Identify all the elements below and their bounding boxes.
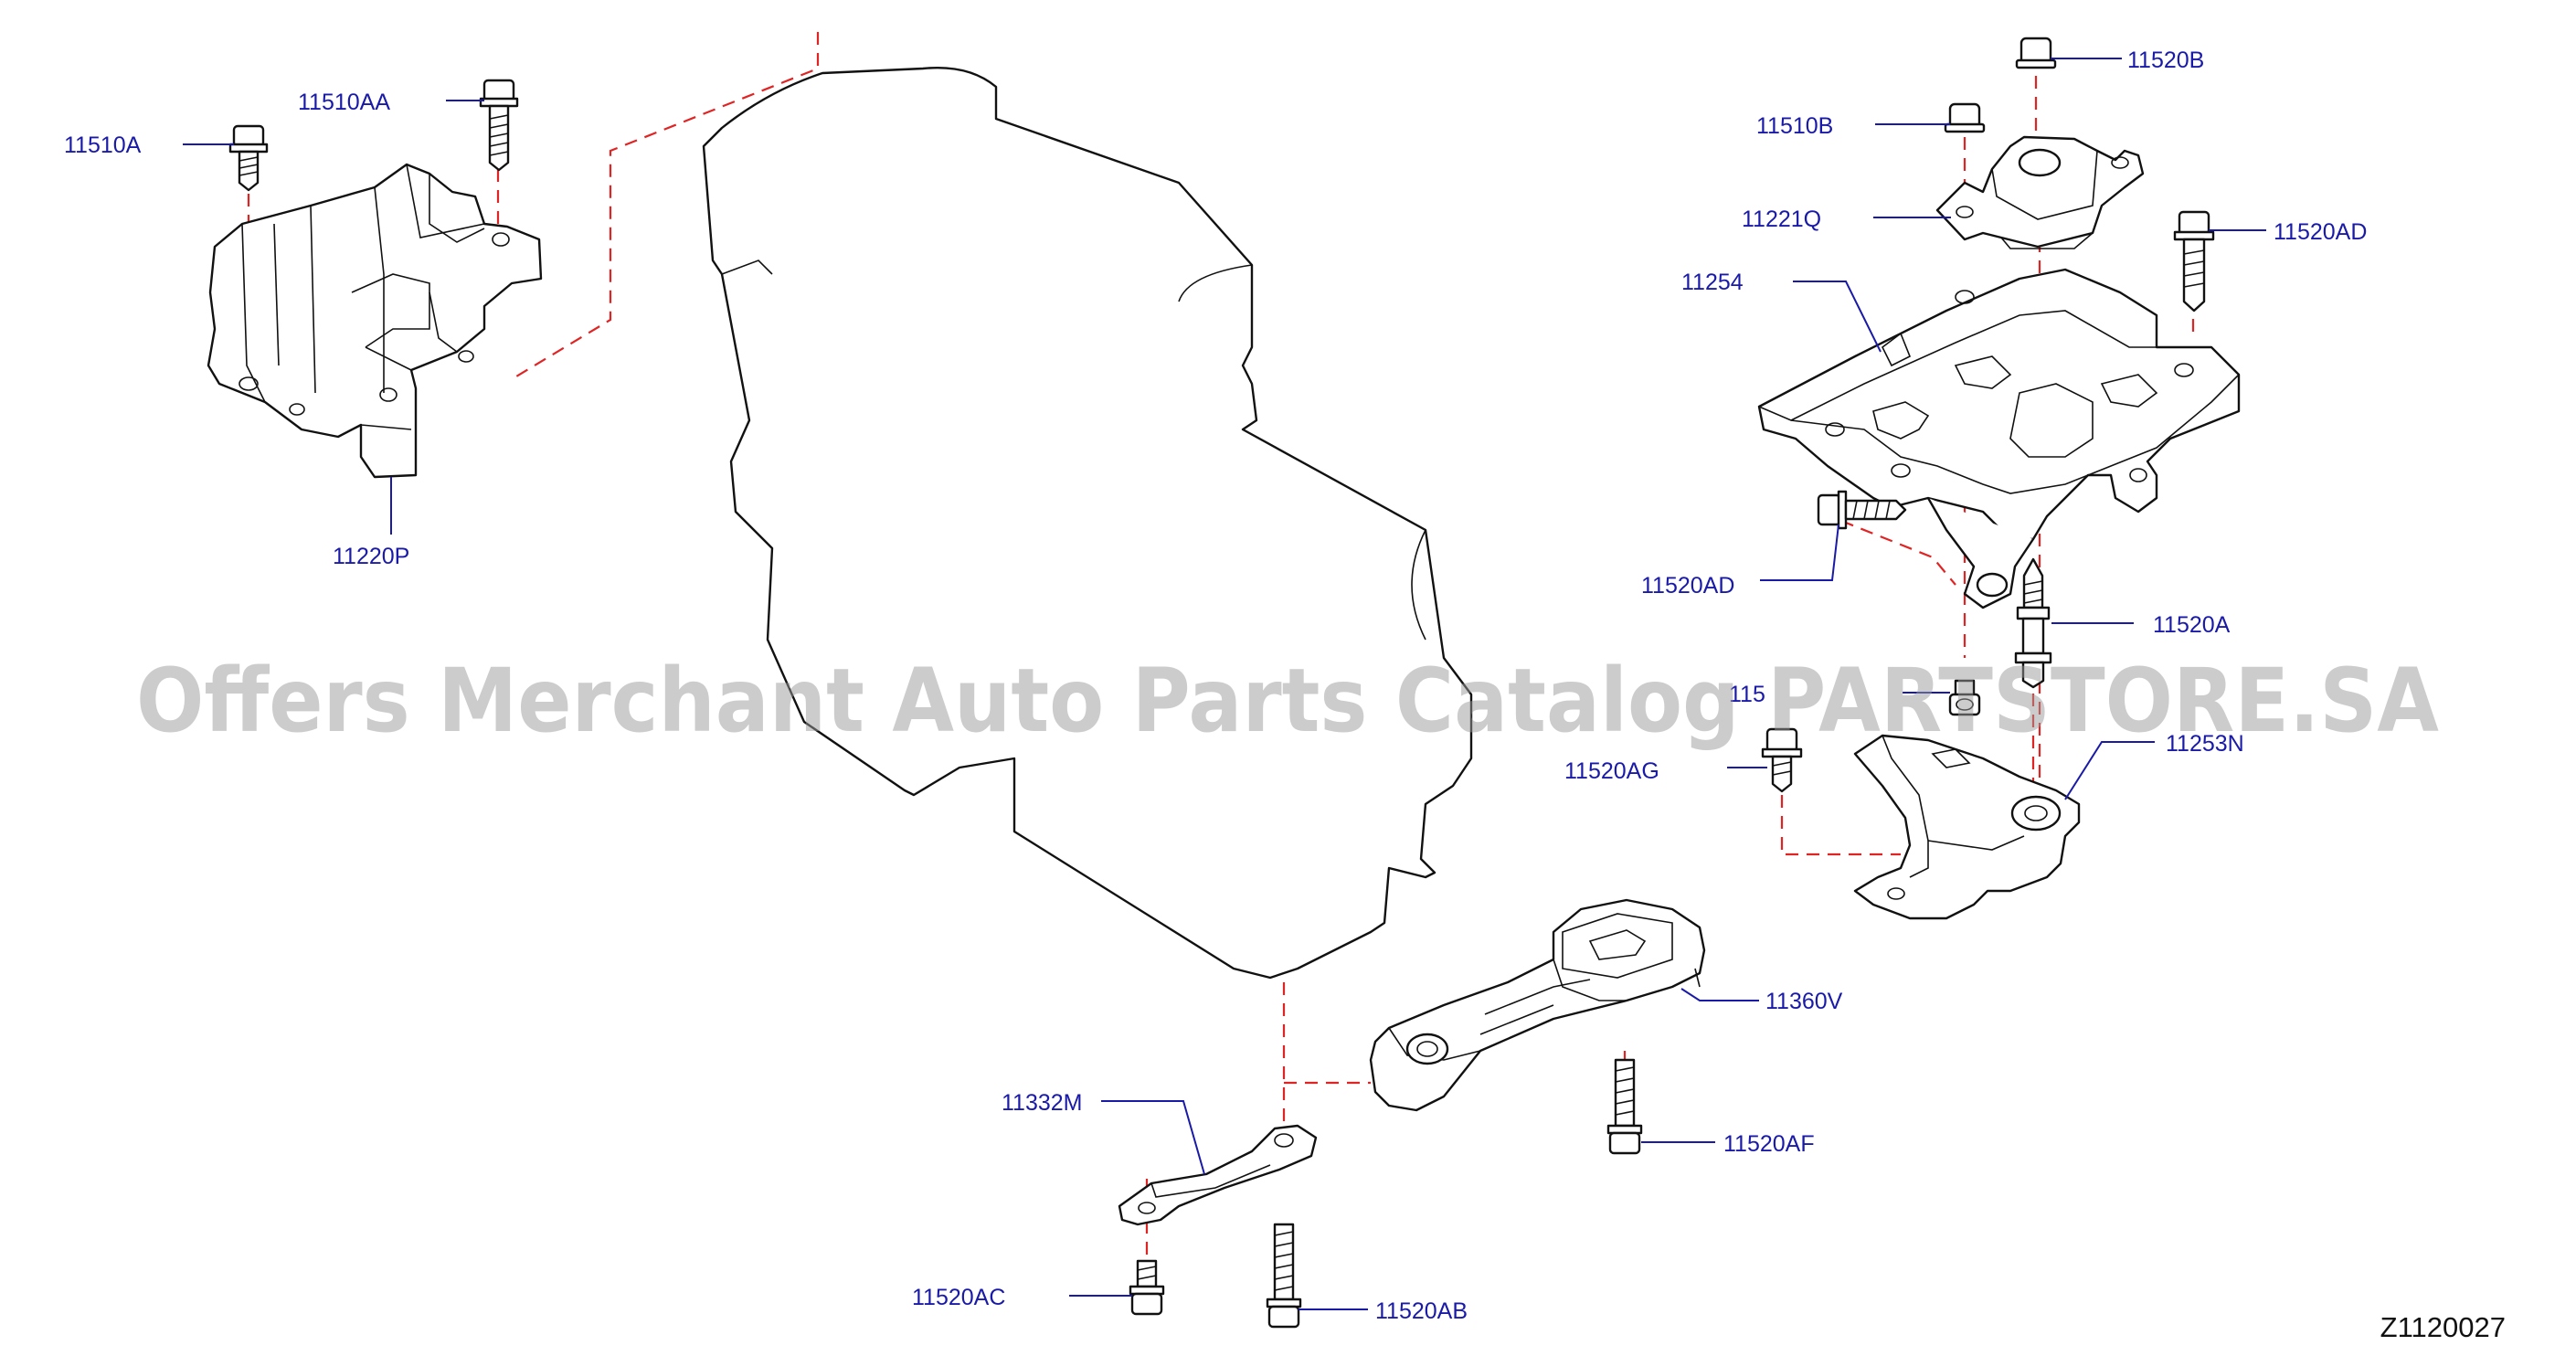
label-11332m[interactable]: 11332M: [1002, 1090, 1083, 1116]
nut-11510b: [1944, 102, 1986, 133]
bracket-11253n: [1853, 734, 2081, 920]
bolt-11520ab: [1266, 1223, 1302, 1329]
label-11221q[interactable]: 11221Q: [1742, 207, 1821, 232]
label-11510b[interactable]: 11510B: [1756, 113, 1833, 139]
alignment-dashed-lines: [247, 32, 2195, 1256]
label-11254[interactable]: 11254: [1681, 270, 1744, 295]
part-labels: 11510A 11510AA 11220P 11520B 11510B 1122…: [64, 48, 2367, 1324]
label-11220p[interactable]: 11220P: [333, 544, 409, 569]
engine-mount-11221q: [1935, 135, 2145, 249]
engine-block: [702, 67, 1473, 980]
label-11520ag[interactable]: 11520AG: [1564, 758, 1659, 784]
drawing-code: Z1120027: [2380, 1311, 2506, 1343]
leader-lines: [183, 58, 2266, 1310]
bolt-11520af: [1606, 1058, 1643, 1155]
bracket-11332m: [1118, 1124, 1318, 1226]
bolt-11520ac: [1129, 1259, 1165, 1316]
stud-11520a: [2014, 557, 2052, 689]
bolt-11520ad-top: [2173, 210, 2215, 313]
label-11520ab[interactable]: 11520AB: [1375, 1298, 1468, 1324]
bracket-11254: [1757, 268, 2241, 609]
label-11520ac[interactable]: 11520AC: [912, 1285, 1005, 1310]
label-11253n[interactable]: 11253N: [2166, 731, 2244, 757]
watermark-text: Offers Merchant Auto Parts Catalog PARTS…: [136, 650, 2439, 752]
label-11510aa[interactable]: 11510AA: [298, 90, 390, 115]
label-11520ad-top[interactable]: 11520AD: [2274, 219, 2367, 245]
label-115-a[interactable]: 115: [1729, 682, 1765, 707]
label-11360v[interactable]: 11360V: [1765, 989, 1843, 1014]
label-11520b[interactable]: 11520B: [2127, 48, 2204, 73]
bolt-11520ad-left: [1817, 490, 1907, 530]
label-11520af[interactable]: 11520AF: [1723, 1131, 1815, 1157]
engine-mount-11220p: [207, 163, 543, 479]
nut-115-a: [1948, 679, 1981, 716]
bolt-11510a: [228, 124, 269, 192]
bolt-11510aa: [479, 79, 519, 172]
label-11520a[interactable]: 11520A: [2153, 612, 2231, 638]
label-11520ad-left[interactable]: 11520AD: [1641, 573, 1734, 599]
torque-rod-11360v: [1369, 898, 1706, 1112]
bolt-11520ag: [1761, 727, 1803, 793]
nut-11520b: [2015, 37, 2057, 69]
label-11510a[interactable]: 11510A: [64, 132, 142, 158]
